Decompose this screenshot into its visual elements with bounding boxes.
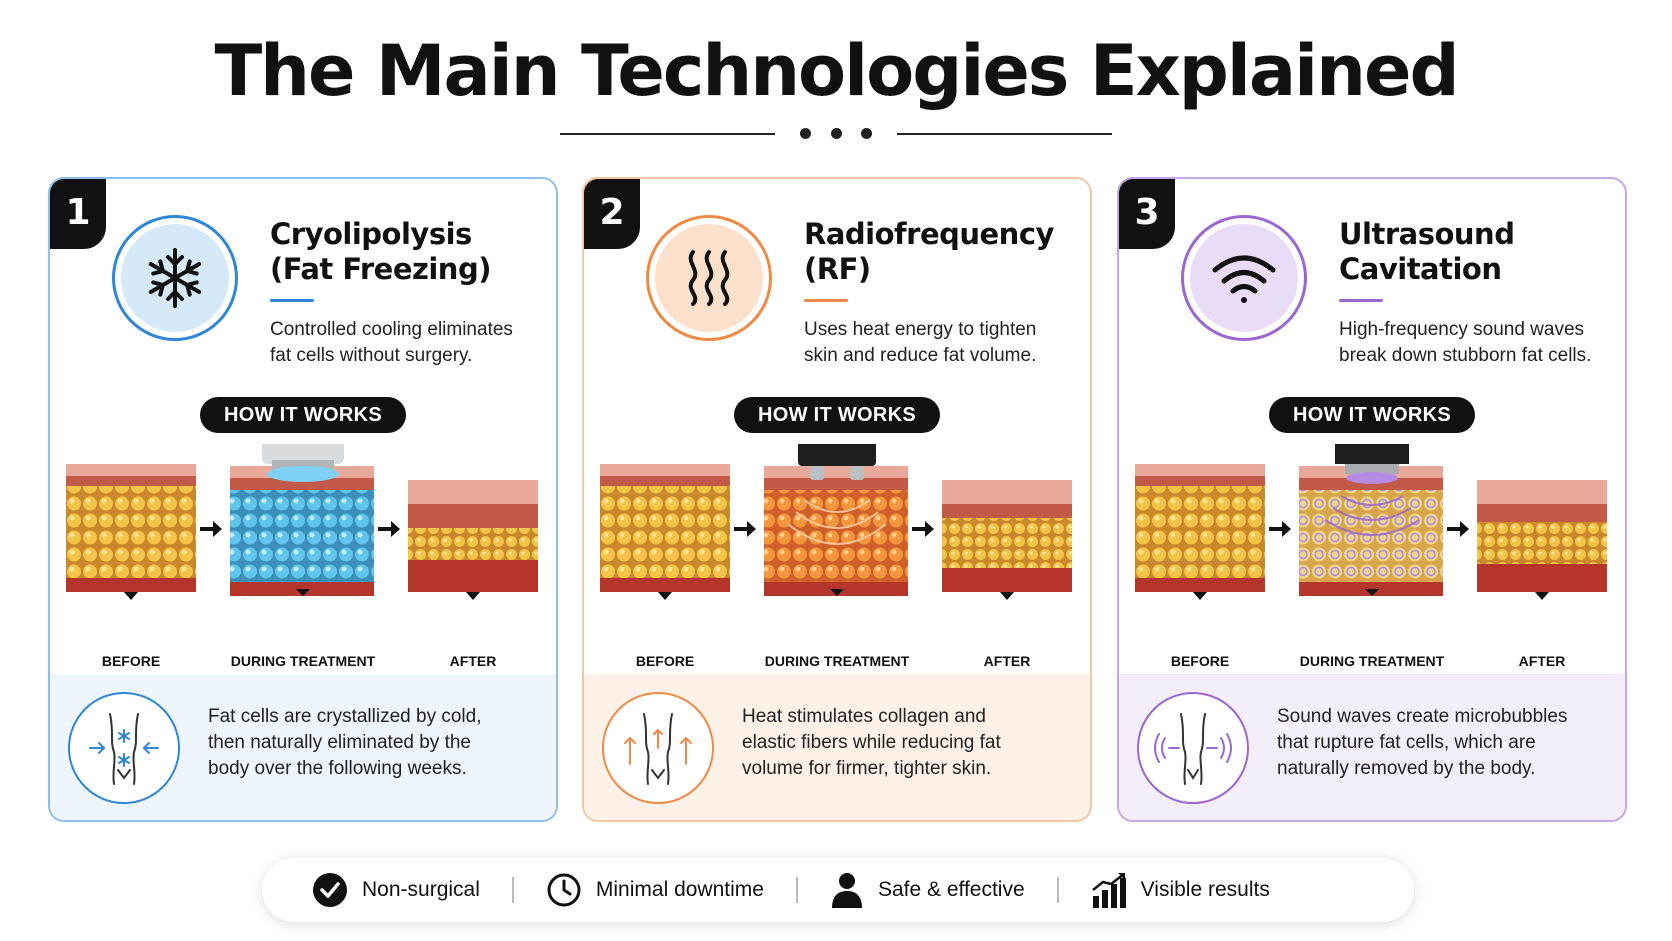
feature-safe-effective: Safe & effective <box>798 858 1057 922</box>
technology-name: Ultrasound Cavitation <box>1339 217 1515 286</box>
stage-before-label: BEFORE <box>635 653 695 669</box>
treatment-stages <box>50 444 556 654</box>
technology-description: High-frequency sound waves break down st… <box>1339 319 1592 366</box>
card-cryolipolysis: 1 Cryolipolysis (Fat Freezing) Controlle… <box>48 177 558 822</box>
body-sound-icon <box>1137 692 1249 804</box>
benefits-bar: Non-surgical Minimal downtime Safe & eff… <box>262 858 1414 922</box>
result-panel: Sound waves create microbubbles that rup… <box>1119 674 1625 820</box>
feature-label: Non-surgical <box>362 878 480 901</box>
technology-description: Controlled cooling eliminates fat cells … <box>270 319 513 366</box>
how-it-works-label: HOW IT WORKS <box>734 397 940 433</box>
result-description: Sound waves create microbubbles that rup… <box>1277 706 1568 779</box>
title-divider <box>560 126 1112 142</box>
during-tissue <box>230 444 374 596</box>
stage-before-label: BEFORE <box>101 653 161 669</box>
feature-label: Visible results <box>1140 878 1270 901</box>
feature-visible-results: Visible results <box>1059 858 1302 922</box>
heat-waves-icon <box>646 215 772 341</box>
clock-icon <box>547 873 581 907</box>
snowflake-icon <box>112 215 238 341</box>
feature-separator <box>1056 877 1059 903</box>
stage-during-label: DURING TREATMENT <box>230 653 376 669</box>
feature-label: Safe & effective <box>877 878 1025 901</box>
how-it-works-label: HOW IT WORKS <box>200 397 406 433</box>
how-it-works-label: HOW IT WORKS <box>1269 397 1475 433</box>
body-cold-icon <box>68 692 180 804</box>
check-circle-icon <box>313 873 347 907</box>
technology-name: Cryolipolysis (Fat Freezing) <box>270 217 491 286</box>
body-heat-icon <box>602 692 714 804</box>
stage-during-label: DURING TREATMENT <box>1299 653 1445 669</box>
bar-chart-icon <box>1091 873 1126 908</box>
treatment-stages <box>584 444 1090 654</box>
stage-after-label: AFTER <box>449 653 497 669</box>
stage-after-label: AFTER <box>1518 653 1566 669</box>
card-number-badge: 2 <box>584 179 640 249</box>
wifi-waves-icon <box>1181 215 1307 341</box>
feature-separator <box>795 877 798 903</box>
result-panel: Heat stimulates collagen and elastic fib… <box>584 674 1090 820</box>
feature-separator <box>511 877 514 903</box>
card-radiofrequency: 2 Radiofrequency (RF) Uses heat energy t… <box>582 177 1092 822</box>
name-underline <box>1339 299 1383 302</box>
technology-description: Uses heat energy to tighten skin and red… <box>804 319 1037 366</box>
after-tissue <box>408 480 538 592</box>
name-underline <box>270 299 314 302</box>
card-number-badge: 3 <box>1119 179 1175 249</box>
result-description: Fat cells are crystallized by cold, then… <box>208 706 482 779</box>
card-ultrasound-cavitation: 3 Ultrasound Cavitation High-frequency s… <box>1117 177 1627 822</box>
person-icon <box>831 873 862 908</box>
before-tissue <box>66 464 196 592</box>
feature-label: Minimal downtime <box>595 878 764 901</box>
treatment-stages <box>1119 444 1625 654</box>
result-description: Heat stimulates collagen and elastic fib… <box>742 706 1001 779</box>
stage-after-label: AFTER <box>983 653 1031 669</box>
page-title: The Main Technologies Explained <box>214 30 1459 112</box>
stage-before-label: BEFORE <box>1170 653 1230 669</box>
stage-during-label: DURING TREATMENT <box>764 653 910 669</box>
card-number-badge: 1 <box>50 179 106 249</box>
result-panel: Fat cells are crystallized by cold, then… <box>50 674 556 820</box>
name-underline <box>804 299 848 302</box>
feature-non-surgical: Non-surgical <box>262 858 512 922</box>
feature-minimal-downtime: Minimal downtime <box>514 858 796 922</box>
technology-name: Radiofrequency (RF) <box>804 217 1054 286</box>
